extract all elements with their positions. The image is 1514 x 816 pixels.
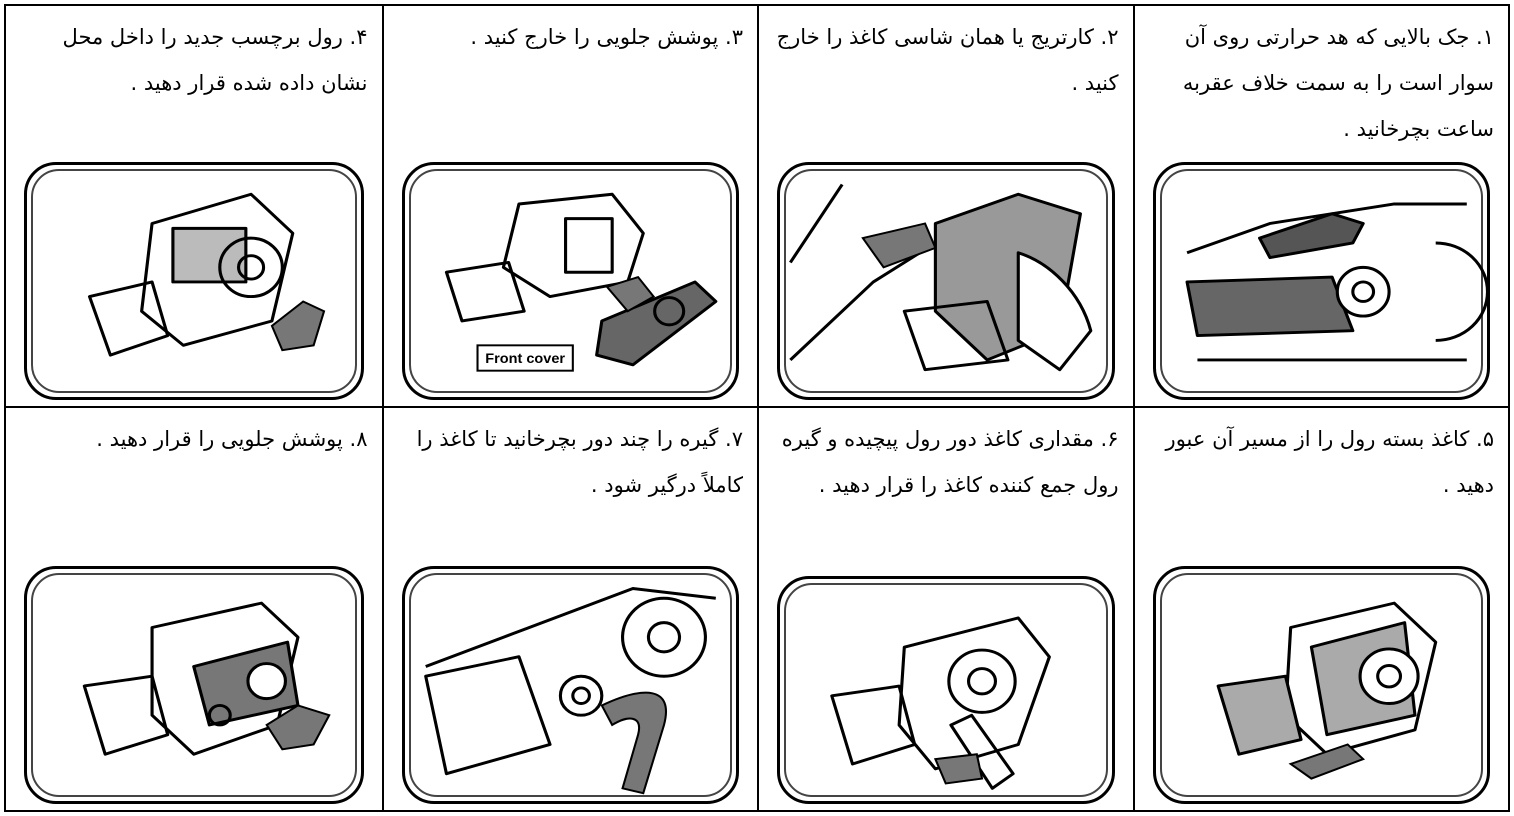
step-8-text: ۸. پوشش جلویی را قرار دهید .	[20, 416, 368, 462]
step-7-illustration	[402, 566, 740, 804]
step-5-illustration	[1153, 566, 1491, 804]
step-6-illustration	[777, 576, 1115, 804]
step-7-cell: ۷. گیره را چند دور بچرخانید تا کاغذ را ک…	[382, 408, 758, 810]
step-6-text: ۶. مقداری کاغذ دور رول پیچیده و گیره رول…	[773, 416, 1119, 508]
step-5-text: ۵. کاغذ بسته رول را از مسیر آن عبور دهید…	[1149, 416, 1495, 508]
step-4-illustration	[24, 162, 364, 400]
step-3-text: ۳. پوشش جلویی را خارج کنید .	[398, 14, 744, 60]
step-2-cell: ۲. کارتریج یا همان شاسی کاغذ را خارج کنی…	[757, 6, 1133, 408]
step-2-text: ۲. کارتریج یا همان شاسی کاغذ را خارج کنی…	[773, 14, 1119, 106]
step-8-illustration	[24, 566, 364, 804]
step-1-text: ۱. جک بالایی که هد حرارتی روی آن سوار اس…	[1149, 14, 1495, 152]
step-1-illustration	[1153, 162, 1491, 400]
step-3-illustration: Front cover	[402, 162, 740, 400]
step-2-illustration	[777, 162, 1115, 400]
step-7-text: ۷. گیره را چند دور بچرخانید تا کاغذ را ک…	[398, 416, 744, 508]
step-4-text: ۴. رول برچسب جدید را داخل محل نشان داده …	[20, 14, 368, 106]
step-5-cell: ۵. کاغذ بسته رول را از مسیر آن عبور دهید…	[1133, 408, 1509, 810]
instruction-grid: ۴. رول برچسب جدید را داخل محل نشان داده …	[4, 4, 1510, 812]
step-3-cell: ۳. پوشش جلویی را خارج کنید . Front cover	[382, 6, 758, 408]
front-cover-label: Front cover	[485, 350, 565, 366]
step-4-cell: ۴. رول برچسب جدید را داخل محل نشان داده …	[6, 6, 382, 408]
step-6-cell: ۶. مقداری کاغذ دور رول پیچیده و گیره رول…	[757, 408, 1133, 810]
step-1-cell: ۱. جک بالایی که هد حرارتی روی آن سوار اس…	[1133, 6, 1509, 408]
step-8-cell: ۸. پوشش جلویی را قرار دهید .	[6, 408, 382, 810]
